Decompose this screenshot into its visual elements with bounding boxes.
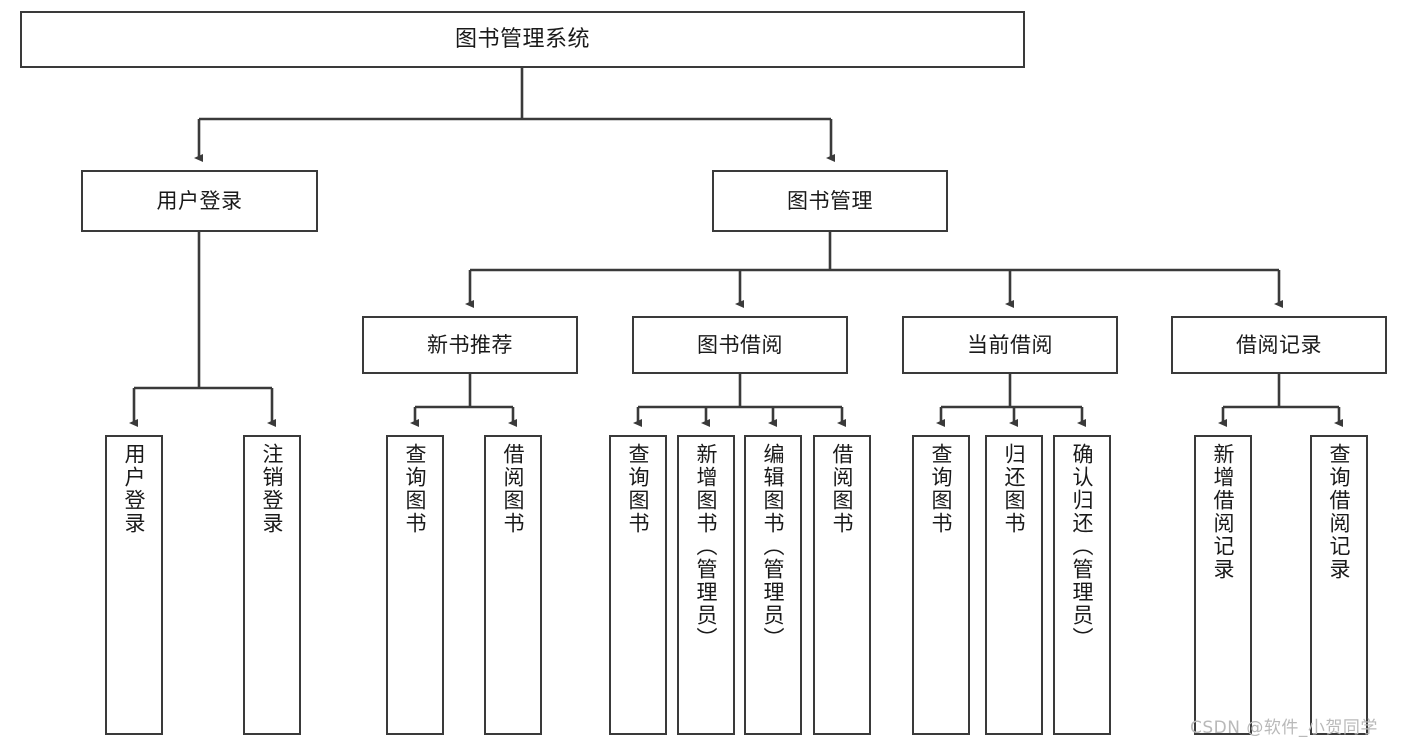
- node-root[interactable]: 图书管理系统: [20, 11, 1025, 68]
- leaf-edit-book-admin-label: 编辑图书（管理员）: [761, 443, 786, 650]
- leaf-borrow-book[interactable]: 借阅图书: [813, 435, 871, 735]
- leaf-logout[interactable]: 注销登录: [243, 435, 301, 735]
- leaf-logout-label: 注销登录: [260, 443, 285, 535]
- leaf-borrow-book-recommend-label: 借阅图书: [501, 443, 526, 535]
- leaf-add-borrow-record[interactable]: 新增借阅记录: [1194, 435, 1252, 735]
- leaf-query-book-recommend[interactable]: 查询图书: [386, 435, 444, 735]
- leaf-borrow-book-label: 借阅图书: [830, 443, 855, 535]
- leaf-confirm-return-admin[interactable]: 确认归还（管理员）: [1053, 435, 1111, 735]
- leaf-query-borrow-record[interactable]: 查询借阅记录: [1310, 435, 1368, 735]
- leaf-return-book-label: 归还图书: [1002, 443, 1027, 535]
- leaf-return-book[interactable]: 归还图书: [985, 435, 1043, 735]
- leaf-add-book-admin-label: 新增图书（管理员）: [694, 443, 719, 650]
- leaf-add-book-admin[interactable]: 新增图书（管理员）: [677, 435, 735, 735]
- leaf-query-book-borrow[interactable]: 查询图书: [609, 435, 667, 735]
- node-user-login-label: 用户登录: [156, 188, 243, 213]
- node-root-label: 图书管理系统: [454, 26, 590, 52]
- node-borrow-record-label: 借阅记录: [1236, 332, 1322, 357]
- node-book-management-label: 图书管理: [787, 188, 873, 213]
- leaf-query-borrow-record-label: 查询借阅记录: [1327, 443, 1352, 581]
- node-book-management[interactable]: 图书管理: [712, 170, 948, 232]
- leaf-edit-book-admin[interactable]: 编辑图书（管理员）: [744, 435, 802, 735]
- node-book-borrow[interactable]: 图书借阅: [632, 316, 848, 374]
- node-current-borrow-label: 当前借阅: [967, 332, 1053, 357]
- leaf-query-book-current[interactable]: 查询图书: [912, 435, 970, 735]
- node-borrow-record[interactable]: 借阅记录: [1171, 316, 1387, 374]
- leaf-query-book-recommend-label: 查询图书: [403, 443, 428, 535]
- node-user-login[interactable]: 用户登录: [81, 170, 318, 232]
- leaf-add-borrow-record-label: 新增借阅记录: [1211, 443, 1236, 581]
- leaf-confirm-return-admin-label: 确认归还（管理员）: [1070, 443, 1095, 650]
- node-current-borrow[interactable]: 当前借阅: [902, 316, 1118, 374]
- leaf-query-book-borrow-label: 查询图书: [626, 443, 651, 535]
- leaf-query-book-current-label: 查询图书: [929, 443, 954, 535]
- leaf-user-login-label: 用户登录: [122, 443, 147, 535]
- node-new-book-recommend-label: 新书推荐: [427, 332, 513, 357]
- leaf-user-login[interactable]: 用户登录: [105, 435, 163, 735]
- node-new-book-recommend[interactable]: 新书推荐: [362, 316, 578, 374]
- leaf-borrow-book-recommend[interactable]: 借阅图书: [484, 435, 542, 735]
- node-book-borrow-label: 图书借阅: [697, 332, 783, 357]
- watermark: CSDN @软件_小贺同学: [1190, 718, 1378, 738]
